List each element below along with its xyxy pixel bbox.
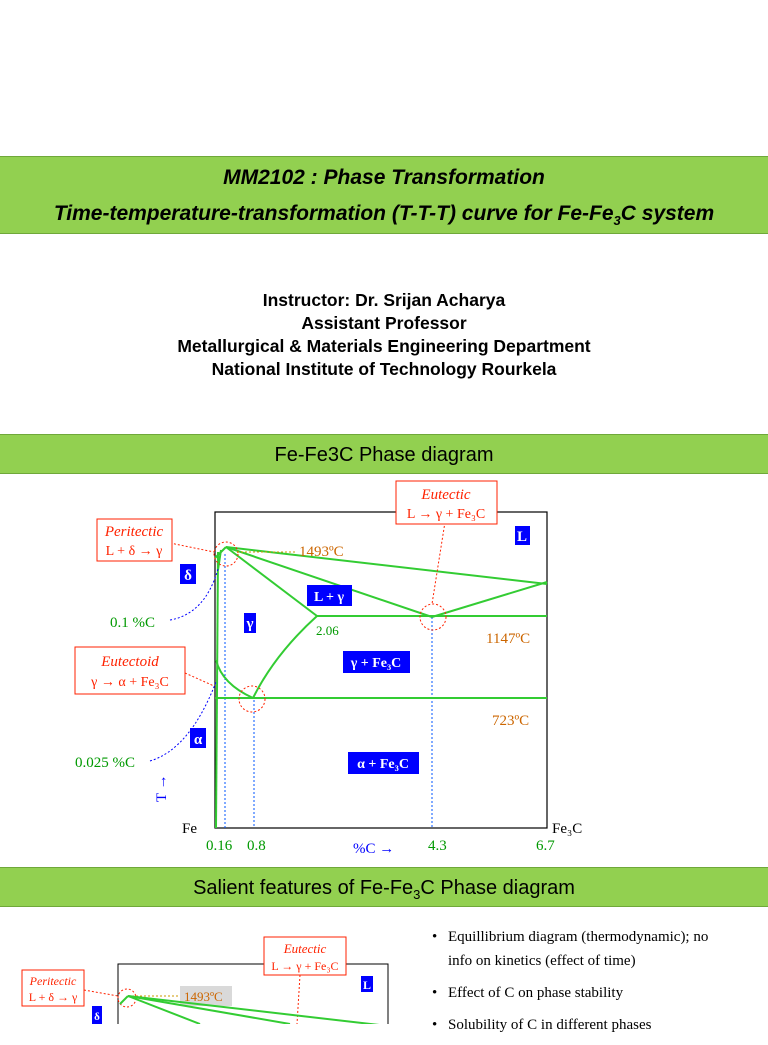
- bullet-equilibrium: Equillibrium diagram (thermodynamic); no…: [432, 925, 762, 973]
- axis-label-fe3c: Fe₃C: [552, 821, 582, 837]
- phase-l-gamma: L + γ: [314, 590, 345, 605]
- phase-l: L: [517, 529, 527, 545]
- bullet-solubility: Solubility of C in different phases: [432, 1013, 762, 1037]
- phase-alpha-fe3c: α + Fe₃C: [357, 757, 409, 772]
- phase-gamma: γ: [245, 616, 253, 632]
- salient-features-list: Equillibrium diagram (thermodynamic); no…: [432, 925, 762, 1045]
- comp-0-025: 0.025 %C: [75, 755, 135, 771]
- eutectoid-reaction: γ → α + Fe₃C: [90, 675, 169, 690]
- small-phase-delta: δ: [94, 1011, 100, 1023]
- x-tick-4-3: 4.3: [428, 838, 447, 854]
- temp-1493: 1493ºC: [299, 544, 344, 560]
- phase-gamma-fe3c: γ + Fe₃C: [350, 656, 402, 671]
- x-tick-0-8: 0.8: [247, 838, 266, 854]
- x-tick-0-16: 0.16: [206, 838, 233, 854]
- section-title-salient-features: Salient features of Fe-Fe3C Phase diagra…: [0, 867, 768, 907]
- phase-diagram-small: Eutectic L → γ + Fe₃C Peritectic L + δ →…: [21, 936, 389, 1024]
- instructor-block: Instructor: Dr. Srijan Acharya Assistant…: [0, 289, 768, 381]
- x-axis-label: %C →: [353, 841, 394, 857]
- axis-label-fe: Fe: [182, 821, 197, 837]
- course-title: MM2102 : Phase Transformation: [223, 166, 545, 189]
- small-eutectic-reaction: L → γ + Fe₃C: [271, 959, 338, 973]
- small-temp-1493: 1493ºC: [184, 989, 223, 1004]
- instructor-position: Assistant Professor: [301, 313, 467, 333]
- temp-723: 723ºC: [492, 713, 529, 729]
- phase-delta: δ: [184, 568, 192, 584]
- y-axis-label: T →: [154, 774, 170, 802]
- x-tick-6-7: 6.7: [536, 838, 555, 854]
- bullet-effect-of-c: Effect of C on phase stability: [432, 981, 762, 1005]
- small-phase-l: L: [363, 978, 371, 992]
- eutectoid-title: Eutectoid: [100, 654, 159, 670]
- instructor-institute: National Institute of Technology Rourkel…: [211, 359, 557, 379]
- phase-diagram: Eutectic L → γ + Fe₃C Peritectic L + δ →…: [74, 480, 582, 857]
- instructor-name: Instructor: Dr. Srijan Acharya: [262, 290, 506, 310]
- comp-2-06: 2.06: [316, 623, 339, 638]
- eutectic-reaction: L → γ + Fe₃C: [407, 507, 485, 522]
- eutectic-title: Eutectic: [420, 487, 470, 503]
- peritectic-reaction: L + δ → γ: [106, 544, 163, 559]
- small-peritectic-title: Peritectic: [29, 974, 77, 988]
- phase-alpha: α: [194, 732, 203, 748]
- small-peritectic-reaction: L + δ → γ: [29, 990, 78, 1004]
- title-banner: MM2102 : Phase Transformation Time-tempe…: [0, 156, 768, 234]
- peritectic-title: Peritectic: [104, 524, 164, 540]
- section-title-phase-diagram: Fe-Fe3C Phase diagram: [0, 434, 768, 474]
- instructor-department: Metallurgical & Materials Engineering De…: [177, 336, 591, 356]
- temp-1147: 1147ºC: [486, 631, 530, 647]
- comp-0-1: 0.1 %C: [110, 615, 155, 631]
- small-eutectic-title: Eutectic: [283, 941, 327, 956]
- lecture-title: Time-temperature-transformation (T-T-T) …: [53, 202, 715, 229]
